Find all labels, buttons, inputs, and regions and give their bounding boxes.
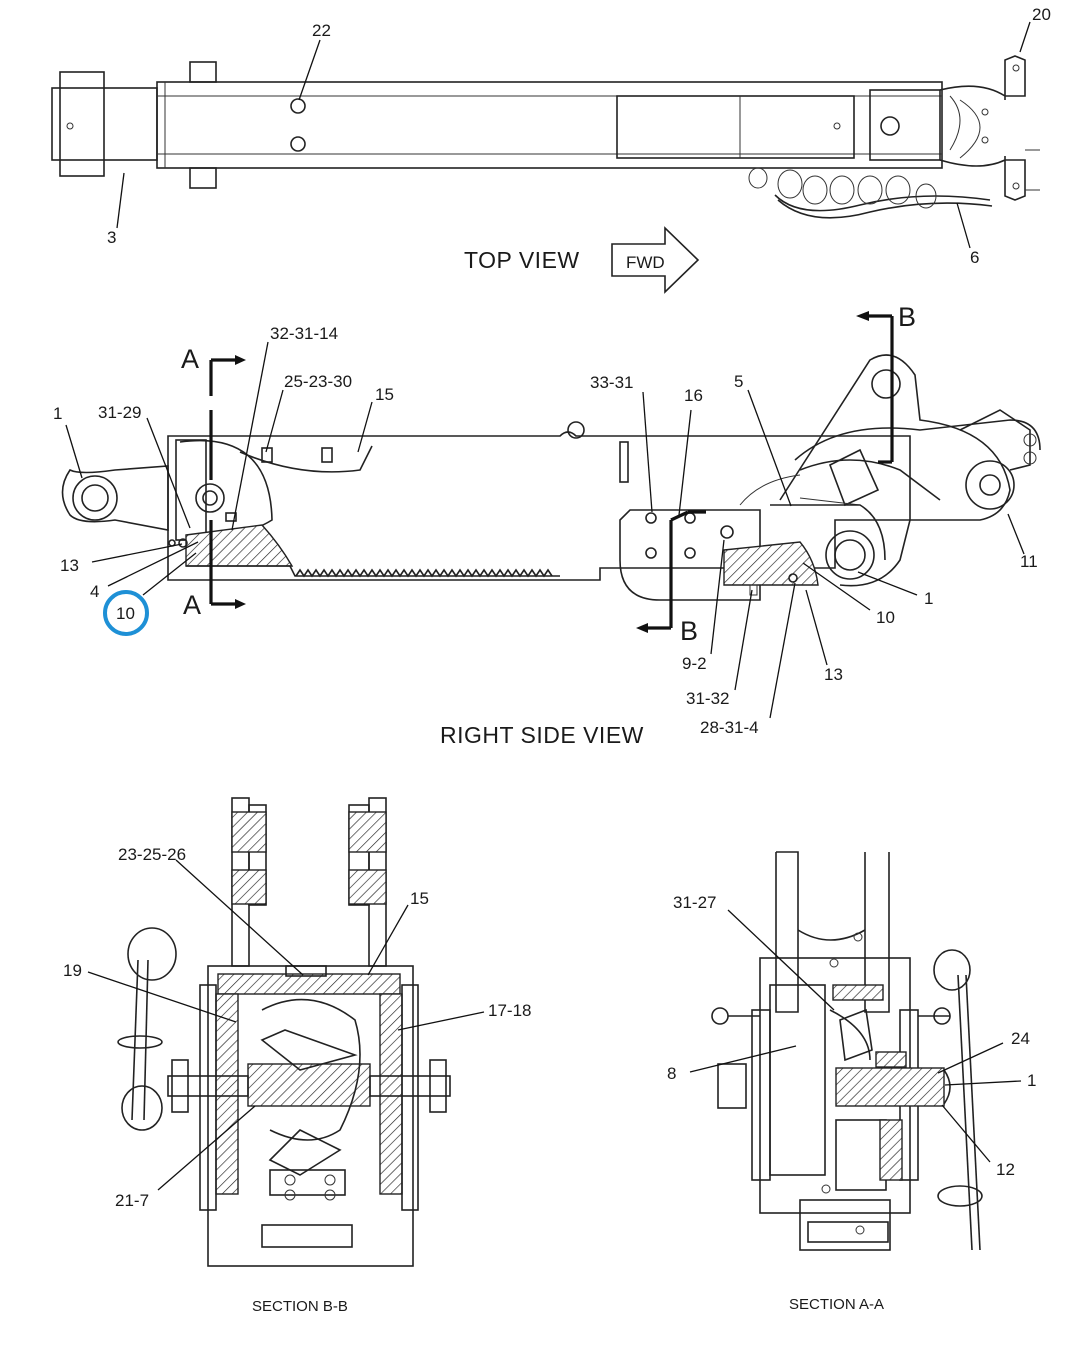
top-hole — [290, 136, 306, 152]
callout-16: 16 — [684, 386, 703, 405]
callout-6: 6 — [970, 248, 979, 267]
section-b-b: 23-25-26 15 19 17-18 21-7 SECTION B-B — [63, 797, 531, 1315]
fwd-arrow-icon — [611, 226, 700, 294]
section-a-cut-line — [209, 355, 246, 609]
callout-1-left: 1 — [53, 404, 62, 423]
callout-5: 5 — [734, 372, 743, 391]
top-view: 22 3 6 20 TOP VIEW FWD — [51, 5, 1051, 294]
top-head-block — [869, 89, 941, 161]
callout-15-side: 15 — [375, 385, 394, 404]
side-right-pin — [965, 460, 1015, 510]
right-side-view: A A — [53, 302, 1041, 748]
top-view-title: TOP VIEW — [464, 247, 580, 273]
bolt-icon — [880, 116, 900, 136]
side-right-plate — [619, 509, 761, 601]
section-b-mirror-hoop — [127, 927, 177, 981]
highlight-circle — [103, 590, 149, 636]
section-b-label-bottom: B — [680, 616, 698, 646]
side-left-pin — [195, 483, 225, 513]
callout-11: 11 — [1020, 552, 1038, 571]
callout-31-32: 31-32 — [686, 689, 729, 708]
fwd-label: FWD — [626, 253, 665, 272]
section-a-label-bottom: A — [183, 590, 201, 620]
top-slot — [616, 95, 855, 159]
callout-24: 24 — [1011, 1029, 1030, 1048]
callout-32-31-14: 32-31-14 — [270, 324, 338, 343]
callout-1-sectiona: 1 — [1027, 1071, 1036, 1090]
top-left-end-plate — [59, 71, 105, 177]
section-a-shaft — [835, 1067, 945, 1107]
top-mirror-bracket-lower — [939, 156, 1026, 201]
callout-20: 20 — [1032, 5, 1051, 24]
side-left-wear-pad — [185, 524, 294, 567]
right-side-view-title: RIGHT SIDE VIEW — [440, 722, 644, 748]
callout-19: 19 — [63, 961, 82, 980]
callout-1-right: 1 — [924, 589, 933, 608]
top-hole-22 — [290, 98, 306, 114]
callout-31-27: 31-27 — [673, 893, 716, 912]
callout-10-left: 10 — [116, 604, 135, 623]
top-pin-upper — [189, 61, 217, 83]
callout-23-25-26: 23-25-26 — [118, 845, 186, 864]
top-pin-lower — [189, 167, 217, 189]
section-b-title: SECTION B-B — [252, 1298, 348, 1315]
side-right-head — [779, 354, 1011, 587]
callout-13-left: 13 — [60, 556, 79, 575]
callout-17-18: 17-18 — [488, 1001, 531, 1020]
callout-25-23-30: 25-23-30 — [284, 372, 352, 391]
section-a-a: 31-27 24 8 1 12 SECTION A-A — [667, 851, 1036, 1313]
top-mirror-bracket-upper — [939, 55, 1026, 100]
callout-28-31-4: 28-31-4 — [700, 718, 759, 737]
callout-15-sectionb: 15 — [410, 889, 429, 908]
bolt-icon — [66, 122, 74, 130]
side-boom-body — [167, 431, 911, 581]
callout-3: 3 — [107, 228, 116, 247]
callout-9-2: 9-2 — [682, 654, 707, 673]
section-a-label-top: A — [181, 344, 199, 374]
section-b-cut-line — [636, 311, 894, 633]
callout-4: 4 — [90, 582, 99, 601]
callout-31-29: 31-29 — [98, 403, 141, 422]
callout-22: 22 — [312, 21, 331, 40]
callout-21-7: 21-7 — [115, 1191, 149, 1210]
top-hose-bundle — [748, 167, 993, 219]
side-rack-teeth — [295, 568, 553, 578]
section-a-title: SECTION A-A — [789, 1296, 884, 1313]
side-left-eye — [61, 465, 169, 531]
callout-8: 8 — [667, 1064, 676, 1083]
side-right-roller — [825, 530, 875, 580]
callout-33-31: 33-31 — [590, 373, 633, 392]
top-boom-body — [156, 81, 943, 169]
section-b-label-top: B — [898, 302, 916, 332]
callout-12: 12 — [996, 1160, 1015, 1179]
callout-13-right: 13 — [824, 665, 843, 684]
section-a-mirror-hoop — [933, 949, 971, 991]
callout-10-right: 10 — [876, 608, 895, 627]
